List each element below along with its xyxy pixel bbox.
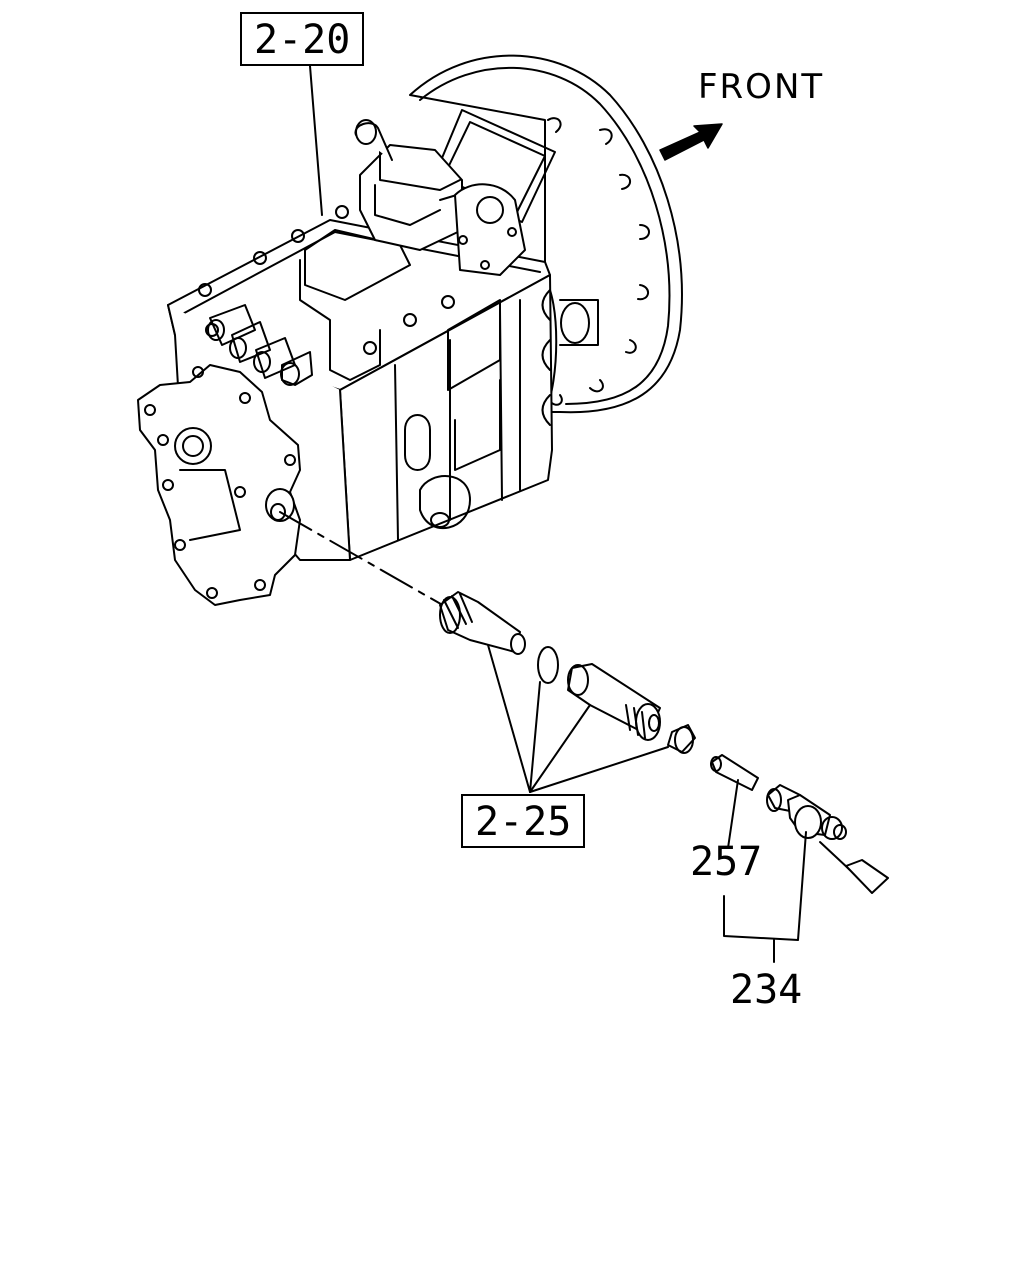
callout-257[interactable]: 257 xyxy=(690,839,763,885)
callout-2-25-text: 2-25 xyxy=(475,799,572,845)
assembly-line xyxy=(280,512,460,615)
sleeve xyxy=(568,664,660,740)
extension-housing xyxy=(138,365,300,605)
bushing xyxy=(668,725,695,753)
callout-2-25[interactable]: 2-25 xyxy=(461,794,586,848)
callout-234[interactable]: 234 xyxy=(730,967,803,1013)
speed-sensor-234 xyxy=(767,785,888,893)
pin-257 xyxy=(711,755,758,790)
direction-label: FRONT xyxy=(698,67,825,107)
front-arrow-icon xyxy=(660,124,722,160)
o-ring xyxy=(538,647,558,683)
callout-2-20[interactable]: 2-20 xyxy=(240,12,365,66)
shift-rails xyxy=(208,305,312,385)
shift-tower xyxy=(355,120,525,275)
callout-2-20-text: 2-20 xyxy=(254,17,351,63)
bell-housing xyxy=(410,56,682,413)
leader-lines xyxy=(310,66,806,962)
driven-gear-shaft xyxy=(440,592,525,654)
